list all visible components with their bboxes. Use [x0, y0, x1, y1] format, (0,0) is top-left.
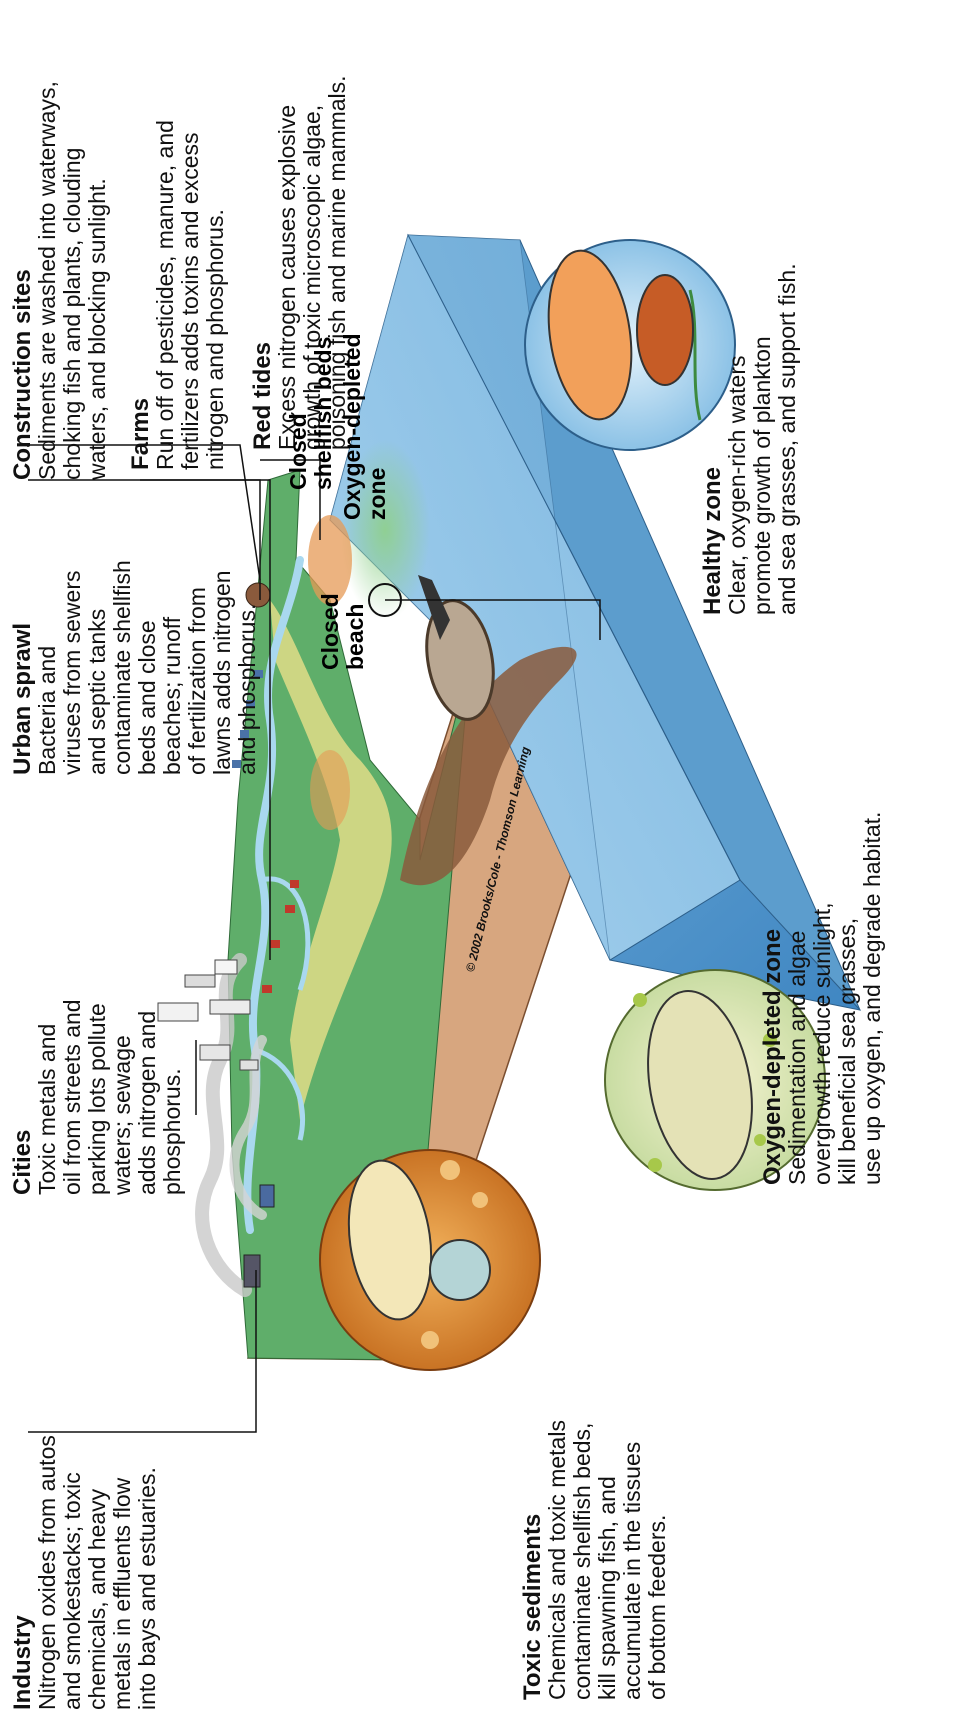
factory — [244, 1255, 260, 1287]
label-construction-sites: Construction sites Sediments are washed … — [10, 0, 110, 480]
label-healthy-zone: Healthy zone Clear, oxygen-rich waters p… — [700, 195, 800, 615]
closed-beach-patch — [310, 750, 350, 830]
toxic-sediments-text: Chemicals and toxic metals contaminate s… — [545, 1280, 670, 1700]
cities-text: Toxic metals and oil from streets and pa… — [35, 875, 185, 1195]
map-label-closed-shellfish-beds: Closed shellfish beds — [286, 337, 336, 490]
shellfish-beds-patch — [308, 515, 352, 605]
cities-title: Cities — [10, 875, 35, 1195]
construction-sites-title: Construction sites — [10, 0, 35, 480]
red-tides-title: Red tides — [250, 10, 275, 450]
urban-sprawl-title: Urban sprawl — [10, 455, 35, 775]
label-industry: Industry Nitrogen oxides from autos and … — [10, 1190, 160, 1710]
construction-sites-text: Sediments are washed into waterways, cho… — [35, 0, 110, 480]
industry-title: Industry — [10, 1190, 35, 1710]
farms-title: Farms — [128, 40, 153, 470]
label-farms: Farms Run off of pesticides, manure, and… — [128, 40, 228, 470]
label-cities: Cities Toxic metals and oil from streets… — [10, 875, 185, 1195]
oxygen-depleted-zone-text: Sedimentation and algae overgrowth reduc… — [785, 705, 885, 1185]
healthy-zone-text: Clear, oxygen-rich waters promote growth… — [725, 195, 800, 615]
map-label-oxygen-depleted-zone: Oxygen-depleted zone — [340, 333, 390, 520]
toxic-sediments-bubble — [320, 1150, 540, 1370]
label-oxygen-depleted-zone: Oxygen-depleted zone Sedimentation and a… — [760, 705, 885, 1185]
industry-text: Nitrogen oxides from autos and smokestac… — [35, 1190, 160, 1710]
house — [260, 1185, 274, 1207]
urban-sprawl-text: Bacteria and viruses from sewers and sep… — [35, 455, 260, 775]
label-toxic-sediments: Toxic sediments Chemicals and toxic meta… — [520, 1280, 670, 1700]
label-urban-sprawl: Urban sprawl Bacteria and viruses from s… — [10, 455, 260, 775]
map-label-closed-beach: Closed beach — [318, 593, 368, 670]
healthy-zone-title: Healthy zone — [700, 195, 725, 615]
oxygen-depleted-zone-title: Oxygen-depleted zone — [760, 705, 785, 1185]
toxic-sediments-title: Toxic sediments — [520, 1280, 545, 1700]
farms-text: Run off of pesticides, manure, and ferti… — [153, 40, 228, 470]
